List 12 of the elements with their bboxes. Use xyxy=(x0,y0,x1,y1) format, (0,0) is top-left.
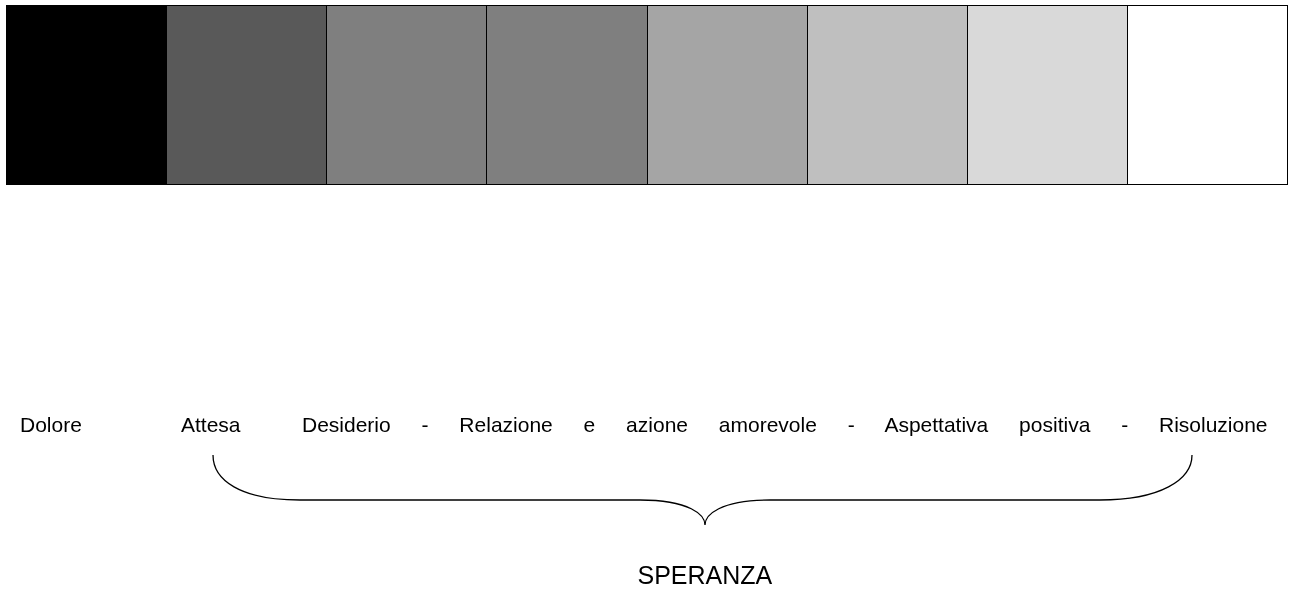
shade-square xyxy=(1126,5,1288,185)
stage-label: Dolore xyxy=(20,413,82,437)
shade-square xyxy=(166,5,328,185)
stage-label: Desiderio - Relazione e azione amorevole - Aspettativa positiva - Risoluzione xyxy=(302,413,1268,437)
brace-label: SPERANZA xyxy=(637,563,773,587)
shade-square xyxy=(646,5,808,185)
shade-square xyxy=(326,5,488,185)
shade-square xyxy=(966,5,1128,185)
shade-square xyxy=(806,5,968,185)
stage-label: Attesa xyxy=(181,413,241,437)
shade-square xyxy=(6,5,168,185)
shade-square xyxy=(486,5,648,185)
